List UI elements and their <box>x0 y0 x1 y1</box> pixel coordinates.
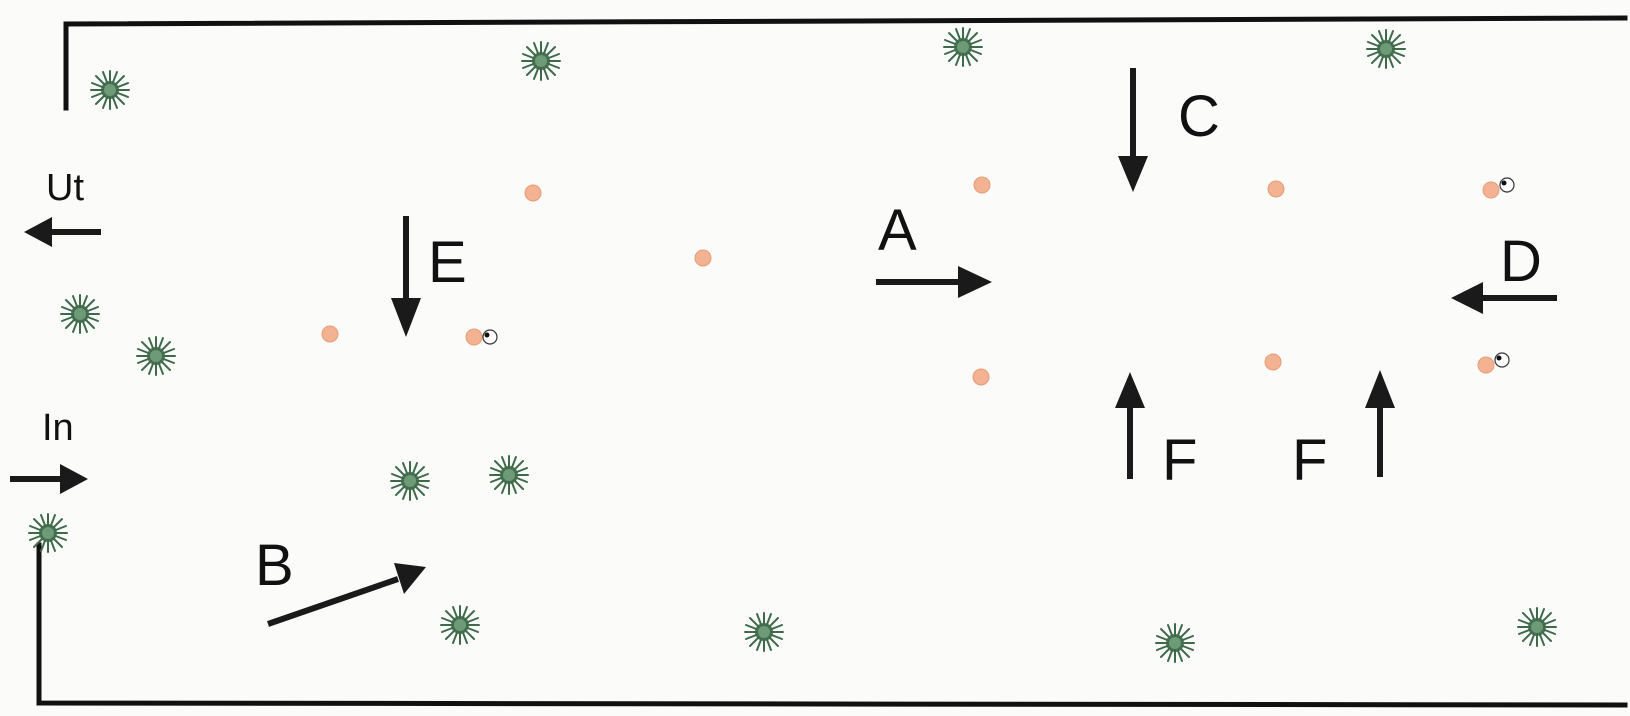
arrow-label-e: E <box>428 230 467 295</box>
arrow-e <box>391 216 421 337</box>
arrow-label-d: D <box>1500 229 1542 294</box>
shrub-icon <box>91 71 129 109</box>
arrow-f-left <box>1115 372 1145 479</box>
exit-arrow <box>24 217 101 247</box>
marker-dot <box>525 185 541 201</box>
arrow-label-a: A <box>878 198 917 263</box>
eye-icon <box>483 330 497 344</box>
eyes <box>483 178 1514 367</box>
marker-dot <box>974 177 990 193</box>
arrow-a <box>876 266 992 298</box>
entrance-label: In <box>42 407 74 449</box>
arrow-label-f-right: F <box>1292 428 1327 493</box>
shrub-icon <box>522 42 560 80</box>
marker-dot <box>1478 357 1494 373</box>
arrow-c <box>1118 68 1148 192</box>
shrub-icon <box>29 514 67 552</box>
entrance-arrow <box>10 464 88 494</box>
arrow-label-f-left: F <box>1162 428 1197 493</box>
shrub-icon <box>745 613 783 651</box>
shrub-icon <box>1367 30 1405 68</box>
eye-icon <box>1495 353 1509 367</box>
marker-dot <box>1483 182 1499 198</box>
marker-dot <box>1265 354 1281 370</box>
marker-dot <box>973 369 989 385</box>
marker-dot <box>466 329 482 345</box>
marker-dot <box>1268 181 1284 197</box>
shrub-icon <box>1518 608 1556 646</box>
shrub-icon <box>61 295 99 333</box>
shrub-icon <box>490 456 528 494</box>
marker-dot <box>695 250 711 266</box>
eye-icon <box>1500 178 1514 192</box>
arrow-label-b: B <box>255 533 294 598</box>
exit-label: Ut <box>46 167 84 209</box>
shrub-icon <box>391 462 429 500</box>
arrow-f-right <box>1365 370 1395 477</box>
shrub-icon <box>1156 624 1194 662</box>
shrub-icon <box>441 606 479 644</box>
shrub-icon <box>944 28 982 66</box>
marker-dot <box>322 326 338 342</box>
arrow-label-c: C <box>1178 84 1220 149</box>
shrub-icon <box>137 337 175 375</box>
